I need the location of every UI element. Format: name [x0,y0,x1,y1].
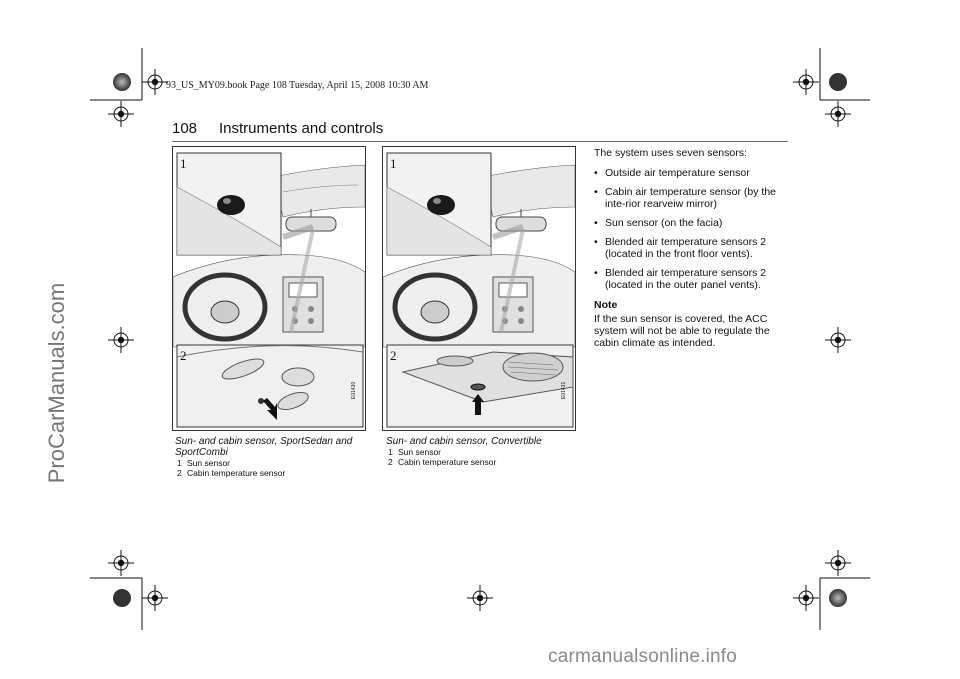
registration-target-icon [824,549,852,577]
body-text: The system uses seven sensors: Outside a… [594,147,794,357]
legend-number: 1 [388,447,393,457]
image-code: E01430 [351,381,357,399]
figure-legend: 1 Sun sensor 2 Cabin temperature sensor [177,458,286,479]
registration-target-icon [824,326,852,354]
callout-2: 2 [180,348,187,363]
callout-2: 2 [390,348,397,363]
section-title: Instruments and controls [219,120,384,137]
registration-target-icon [107,100,135,128]
list-item: Sun sensor (on the facia) [594,217,794,229]
registration-target-icon [792,584,820,612]
registration-target-icon [824,100,852,128]
registration-target-icon [792,68,820,96]
legend-item: 1 Sun sensor [388,447,496,458]
print-slug: 93_US_MY09.book Page 108 Tuesday, April … [166,80,429,91]
image-code: E01431 [561,381,567,399]
legend-item: 2 Cabin temperature sensor [177,467,286,479]
legend-text: Cabin temperature sensor [187,467,286,478]
car-interior-illustration [383,147,575,430]
footer-watermark[interactable]: carmanualsonline.info [548,646,738,667]
figure-legend: 1 Sun sensor 2 Cabin temperature sensor [388,447,497,468]
list-item: Outside air temperature sensor [594,167,794,179]
car-interior-illustration [173,147,365,430]
intro-paragraph: The system uses seven sensors: [594,147,747,159]
list-item: Blended air temperature sensors 2 (locat… [594,267,794,291]
registration-target-icon [141,68,169,96]
list-item: Blended air temperature sensors 2 (locat… [594,236,794,260]
note-heading: Note [594,299,618,311]
legend-number: 2 [388,456,393,467]
registration-dot-icon [829,589,847,607]
figure-caption: Sun- and cabin sensor, Convertible [386,436,542,447]
registration-dot-icon [113,589,131,607]
legend-number: 2 [177,467,182,478]
header-rule [172,141,788,142]
legend-item: 2 Cabin temperature sensor [388,456,497,468]
registration-target-icon [107,549,135,577]
registration-dot-icon [113,73,131,91]
sensor-list: Outside air temperature sensor Cabin air… [594,167,794,291]
note-text: If the sun sensor is covered, the ACC sy… [594,313,770,349]
legend-item: 1 Sun sensor [177,458,285,469]
figure-sportsedan: 1 2 E01430 [172,146,366,431]
legend-text: Sun sensor [187,458,230,468]
figure-caption: Sun- and cabin sensor, SportSedan and Sp… [175,436,353,458]
registration-target-icon [107,326,135,354]
registration-dot-icon [829,73,847,91]
registration-target-icon [466,584,494,612]
registration-target-icon [141,584,169,612]
figure-convertible: 1 2 E01431 [382,146,576,431]
legend-number: 1 [177,458,182,468]
legend-text: Sun sensor [398,447,441,457]
page-number: 108 [172,120,198,137]
list-item: Cabin air temperature sensor (by the int… [594,186,794,210]
legend-text: Cabin temperature sensor [398,456,497,467]
callout-1: 1 [390,156,397,171]
callout-1: 1 [180,156,187,171]
side-watermark[interactable]: ProCarManuals.com [44,282,69,484]
